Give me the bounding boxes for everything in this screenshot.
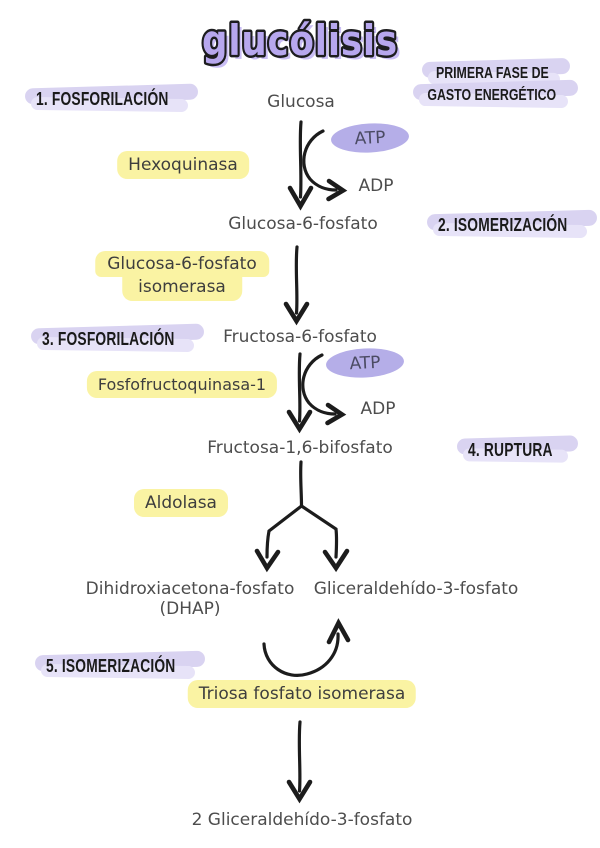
- phase-note-text-1: PRIMERA FASE DE: [435, 63, 549, 82]
- step-3-label: 3. FOSFORILACIÓN: [42, 329, 175, 350]
- enzyme-fosfofructoquinasa-1: Fosfofructoquinasa-1: [86, 371, 278, 398]
- enzyme-triosa-fosfato-isomerasa: Triosa fosfato isomerasa: [187, 680, 417, 708]
- step-2-label: 2. ISOMERIZACIÓN: [438, 215, 568, 236]
- title-banner: glucólisis glucólisis: [200, 14, 402, 70]
- atp-badge-2: ATP: [325, 346, 405, 380]
- dhap-name: Dihidroxiacetona-fosfato: [85, 579, 295, 599]
- arrow-g6p-to-f6p: [283, 245, 310, 326]
- dhap-abbreviation: (DHAP): [159, 599, 221, 619]
- metabolite-final-product: 2 Gliceraldehído-3-fosfato: [191, 810, 413, 830]
- metabolite-glucosa-6-fosfato: Glucosa-6-fosfato: [228, 214, 378, 234]
- phase-note-line-1: PRIMERA FASE DE: [421, 57, 570, 86]
- atp-badge-1: ATP: [330, 121, 410, 155]
- arrow-to-final-product: [286, 720, 313, 804]
- isomerasa-line-2: isomerasa: [122, 276, 242, 301]
- arrow-glucosa-to-g6p: [287, 120, 314, 211]
- step-5-isomerizacion: 5. ISOMERIZACIÓN: [34, 650, 205, 680]
- step-2-isomerizacion: 2. ISOMERIZACIÓN: [426, 209, 597, 239]
- enzyme-aldolasa: Aldolasa: [134, 489, 228, 517]
- metabolite-dhap: Dihidroxiacetona-fosfato (DHAP): [86, 579, 295, 619]
- metabolite-fructosa-6-fosfato: Fructosa-6-fosfato: [223, 327, 377, 347]
- metabolite-gliceraldehido-3-fosfato: Gliceraldehído-3-fosfato: [313, 579, 519, 599]
- phase-note: PRIMERA FASE DE GASTO ENERGÉTICO: [402, 57, 582, 109]
- step-5-label: 5. ISOMERIZACIÓN: [46, 656, 176, 677]
- step-3-fosforilacion: 3. FOSFORILACIÓN: [30, 323, 205, 353]
- step-4-ruptura: 4. RUPTURA: [456, 435, 579, 463]
- adp-label-1: ADP: [358, 176, 394, 196]
- metabolite-fructosa-16-bifosfato: Fructosa-1,6-bifosfato: [207, 438, 393, 458]
- page-title: glucólisis: [202, 16, 398, 65]
- enzyme-hexoquinasa: Hexoquinasa: [117, 151, 249, 179]
- enzyme-glucosa-6-fosfato-isomerasa: Glucosa-6-fosfato isomerasa: [95, 251, 269, 301]
- title-shadow: glucólisis: [206, 20, 402, 69]
- step-4-label: 4. RUPTURA: [468, 440, 553, 461]
- phase-note-line-2: GASTO ENERGÉTICO: [413, 79, 578, 109]
- isomerasa-line-1: Glucosa-6-fosfato: [95, 251, 269, 277]
- phase-note-text-2: GASTO ENERGÉTICO: [427, 85, 557, 104]
- metabolite-glucosa: Glucosa: [267, 92, 335, 112]
- split-arrow-f16bp-to-trioses: [254, 460, 350, 573]
- step-1-fosforilacion: 1. FOSFORILACIÓN: [24, 83, 199, 113]
- arrow-f6p-to-f16bp: [286, 352, 313, 434]
- curved-arrow-dhap-to-g3p: [262, 618, 351, 677]
- adp-label-2: ADP: [360, 399, 396, 419]
- step-1-label: 1. FOSFORILACIÓN: [36, 89, 169, 110]
